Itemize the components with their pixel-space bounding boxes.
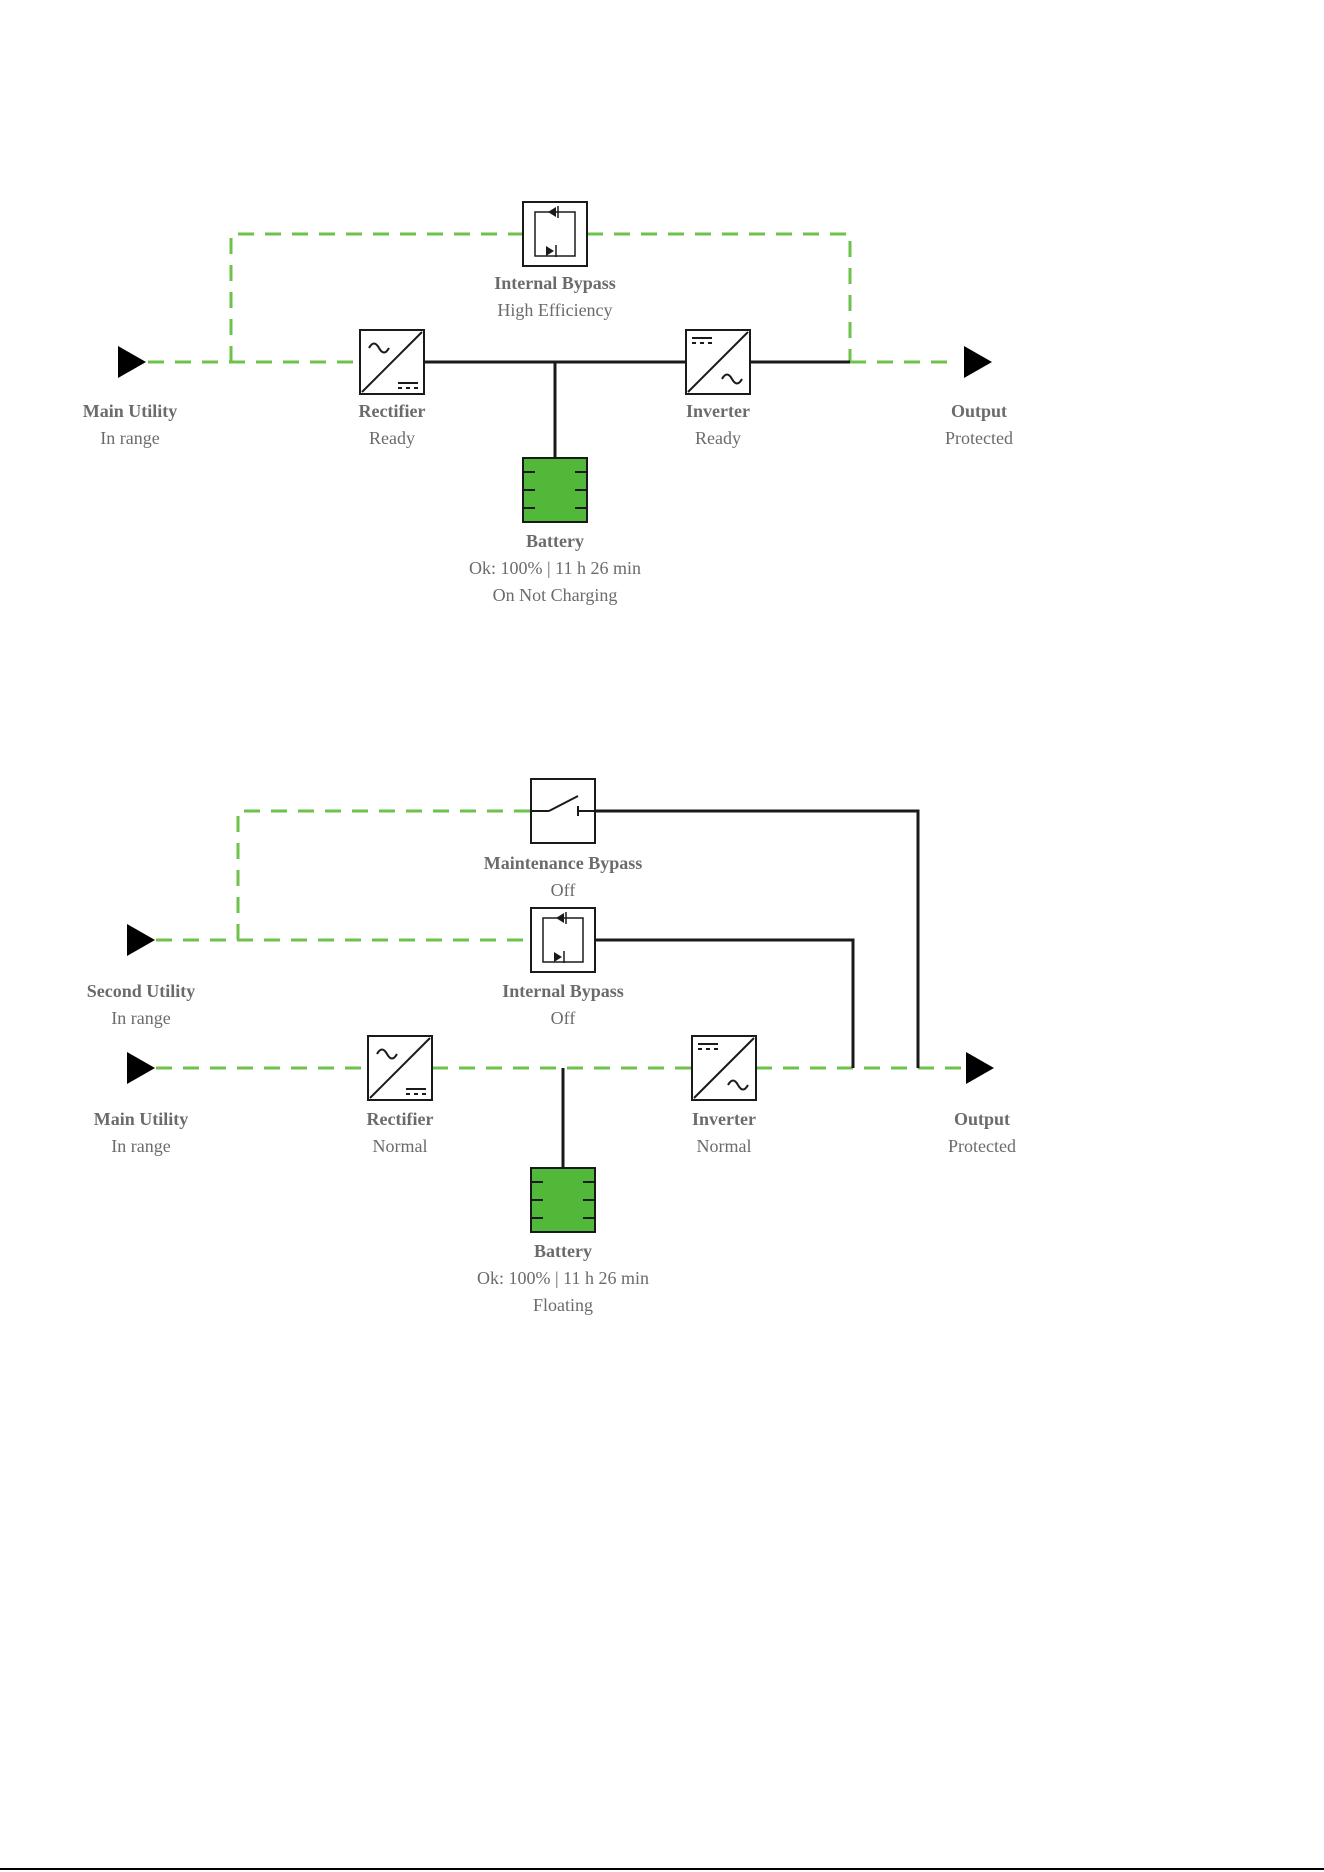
internal-bypass-icon[interactable] (530, 907, 596, 973)
inverter-status: Normal (696, 1136, 752, 1156)
ups-diagram-online: Maintenance Bypass Off Second Utility In… (0, 680, 1324, 1420)
battery-status: Ok: 100% | 11 h 26 min (469, 558, 641, 578)
main-utility-status: In range (111, 1136, 171, 1156)
battery-label: Battery Ok: 100% | 11 h 26 min Floating (433, 1238, 693, 1319)
path-bypass-loop-right (587, 232, 852, 362)
inverter-label: Inverter Ready (588, 398, 848, 452)
inverter-icon[interactable] (685, 329, 751, 395)
maintenance-bypass-label: Maintenance Bypass Off (433, 850, 693, 904)
rectifier-title: Rectifier (358, 401, 426, 421)
output-title: Output (953, 1109, 1011, 1129)
rectifier-status: Ready (369, 428, 415, 448)
maintenance-bypass-status: Off (550, 880, 576, 900)
internal-bypass-label: Internal Bypass Off (433, 978, 693, 1032)
battery-label: Battery Ok: 100% | 11 h 26 min On Not Ch… (425, 528, 685, 609)
main-utility-arrow-icon (127, 1052, 155, 1084)
internal-bypass-status: High Efficiency (497, 300, 613, 320)
output-arrow-icon (964, 346, 992, 378)
main-utility-status: In range (100, 428, 160, 448)
inverter-icon[interactable] (691, 1035, 757, 1101)
rectifier-title: Rectifier (366, 1109, 434, 1129)
second-utility-label: Second Utility In range (11, 978, 271, 1032)
path-maint-bypass-loop (236, 809, 531, 940)
rectifier-icon[interactable] (367, 1035, 433, 1101)
second-utility-arrow-icon (127, 924, 155, 956)
ups-diagram-high-efficiency: Internal Bypass High Efficiency Main Uti… (0, 0, 1324, 680)
second-utility-title: Second Utility (86, 981, 196, 1001)
output-label: Output Protected (849, 398, 1109, 452)
inverter-label: Inverter Normal (594, 1106, 854, 1160)
inverter-title: Inverter (686, 401, 750, 421)
main-utility-arrow-icon (118, 346, 146, 378)
output-status: Protected (948, 1136, 1016, 1156)
path-internal-bypass-out (595, 938, 855, 1068)
internal-bypass-title: Internal Bypass (494, 273, 616, 293)
output-title: Output (950, 401, 1008, 421)
battery-icon[interactable] (530, 1167, 596, 1233)
rectifier-icon[interactable] (359, 329, 425, 395)
maintenance-bypass-switch-icon[interactable] (530, 778, 596, 844)
output-label: Output Protected (852, 1106, 1112, 1160)
output-arrow-icon (966, 1052, 994, 1084)
diagram-2-canvas (127, 778, 994, 1233)
battery-charge-state: Floating (532, 1295, 593, 1315)
internal-bypass-label: Internal Bypass High Efficiency (425, 270, 685, 324)
main-utility-title: Main Utility (93, 1109, 189, 1129)
main-utility-title: Main Utility (82, 401, 178, 421)
rectifier-label: Rectifier Ready (262, 398, 522, 452)
diagram-1-canvas (118, 201, 992, 523)
battery-charge-state: On Not Charging (492, 585, 618, 605)
internal-bypass-status: Off (550, 1008, 576, 1028)
path-maint-bypass-out (595, 809, 920, 1068)
maintenance-bypass-title: Maintenance Bypass (483, 853, 643, 873)
path-bypass-loop-left (229, 232, 523, 362)
battery-status: Ok: 100% | 11 h 26 min (477, 1268, 649, 1288)
inverter-title: Inverter (692, 1109, 756, 1129)
battery-icon[interactable] (522, 457, 588, 523)
rectifier-status: Normal (372, 1136, 428, 1156)
battery-title: Battery (534, 1241, 592, 1261)
internal-bypass-icon[interactable] (522, 201, 588, 267)
page-bottom-rule (0, 1868, 1324, 1870)
inverter-status: Ready (695, 428, 741, 448)
main-utility-label: Main Utility In range (0, 398, 260, 452)
battery-title: Battery (526, 531, 584, 551)
rectifier-label: Rectifier Normal (270, 1106, 530, 1160)
internal-bypass-title: Internal Bypass (502, 981, 624, 1001)
main-utility-label: Main Utility In range (11, 1106, 271, 1160)
second-utility-status: In range (111, 1008, 171, 1028)
output-status: Protected (945, 428, 1013, 448)
